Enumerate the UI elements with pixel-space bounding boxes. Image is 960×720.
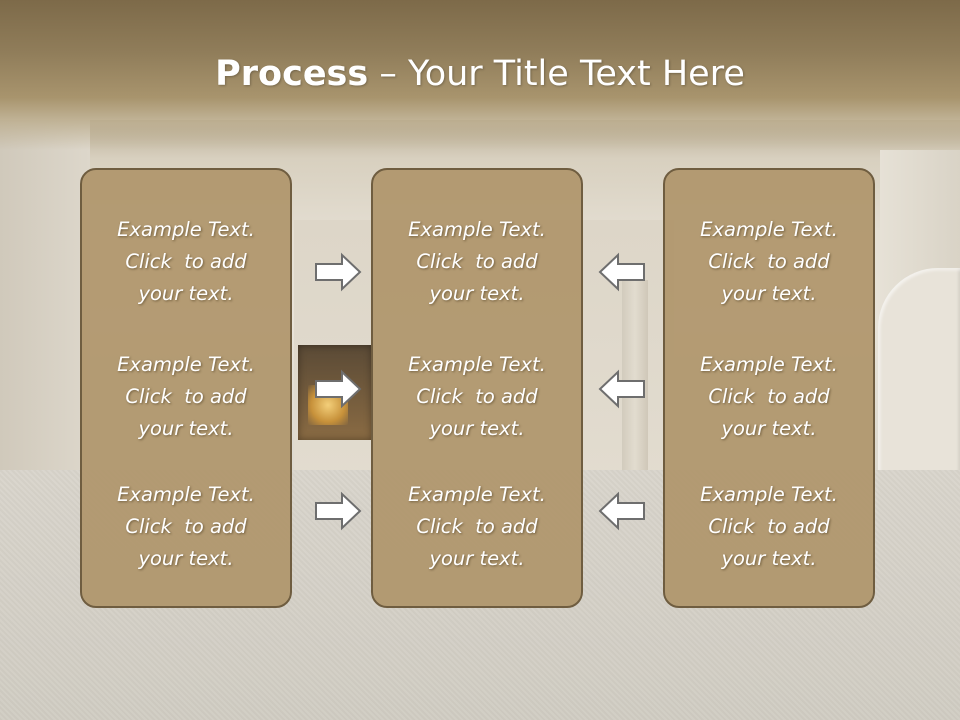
text-block[interactable]: Example Text. Click to add your text. xyxy=(82,349,290,445)
text-line: Example Text. xyxy=(408,353,546,376)
text-line: Example Text. xyxy=(408,218,546,241)
text-line: Example Text. xyxy=(408,483,546,506)
text-block[interactable]: Example Text. Click to add your text. xyxy=(665,349,873,445)
header-band xyxy=(0,0,960,150)
right-arrow-icon xyxy=(314,252,362,292)
text-block[interactable]: Example Text. Click to add your text. xyxy=(665,214,873,310)
right-arrow-icon xyxy=(314,369,362,409)
text-block[interactable]: Example Text. Click to add your text. xyxy=(82,479,290,575)
panel-center[interactable]: Example Text. Click to add your text. Ex… xyxy=(371,168,583,608)
left-arrow-icon xyxy=(598,491,646,531)
text-line: Example Text. xyxy=(700,353,838,376)
text-line: Click to add xyxy=(416,385,538,408)
text-block[interactable]: Example Text. Click to add your text. xyxy=(665,479,873,575)
text-block[interactable]: Example Text. Click to add your text. xyxy=(373,214,581,310)
panel-left[interactable]: Example Text. Click to add your text. Ex… xyxy=(80,168,292,608)
text-line: your text. xyxy=(138,547,234,570)
left-arrow-icon xyxy=(598,252,646,292)
text-line: your text. xyxy=(138,282,234,305)
text-block[interactable]: Example Text. Click to add your text. xyxy=(373,349,581,445)
text-line: Click to add xyxy=(416,515,538,538)
panel-right[interactable]: Example Text. Click to add your text. Ex… xyxy=(663,168,875,608)
text-line: Example Text. xyxy=(700,483,838,506)
text-block[interactable]: Example Text. Click to add your text. xyxy=(82,214,290,310)
text-line: your text. xyxy=(721,282,817,305)
text-line: Example Text. xyxy=(117,483,255,506)
text-line: Click to add xyxy=(708,515,830,538)
text-line: Click to add xyxy=(125,515,247,538)
text-line: Example Text. xyxy=(117,353,255,376)
title-rest: – Your Title Text Here xyxy=(368,54,745,94)
text-line: Click to add xyxy=(125,385,247,408)
text-line: your text. xyxy=(429,417,525,440)
text-line: Example Text. xyxy=(117,218,255,241)
text-line: your text. xyxy=(138,417,234,440)
text-line: your text. xyxy=(429,282,525,305)
text-line: your text. xyxy=(429,547,525,570)
text-line: your text. xyxy=(721,417,817,440)
text-line: Click to add xyxy=(125,250,247,273)
right-arrow-icon xyxy=(314,491,362,531)
slide-title[interactable]: Process – Your Title Text Here xyxy=(0,52,960,96)
text-line: Click to add xyxy=(416,250,538,273)
text-line: your text. xyxy=(721,547,817,570)
text-line: Click to add xyxy=(708,250,830,273)
arched-door xyxy=(878,268,960,508)
lit-doorway xyxy=(298,345,372,440)
text-line: Click to add xyxy=(708,385,830,408)
pillar xyxy=(622,280,648,470)
title-bold: Process xyxy=(215,54,369,94)
text-line: Example Text. xyxy=(700,218,838,241)
left-arrow-icon xyxy=(598,369,646,409)
text-block[interactable]: Example Text. Click to add your text. xyxy=(373,479,581,575)
